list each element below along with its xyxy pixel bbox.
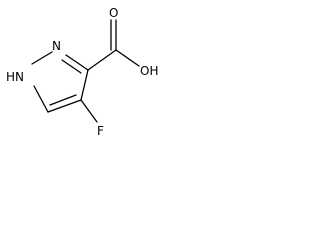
- bond-n2-c3: [65, 54, 89, 71]
- bond-n2-c3-double: [61, 59, 82, 74]
- atom-label-o: O: [109, 6, 118, 20]
- atom-label-f: F: [97, 124, 104, 138]
- atom-label-nh: HN: [6, 70, 24, 84]
- bond-n1-n2: [31, 51, 53, 65]
- atom-label-oh: OH: [140, 64, 158, 78]
- bond-c4-c5: [47, 99, 82, 113]
- atom-label-n2: N: [52, 39, 61, 53]
- bond-c3-c4: [80, 69, 89, 101]
- structure-diagram: N HN O OH F: [6, 6, 158, 138]
- bond-c-oh: [115, 49, 140, 67]
- bond-c4-c5-double: [49, 94, 77, 106]
- bond-c5-n1: [33, 85, 49, 113]
- bond-c4-f: [80, 99, 98, 123]
- bond-c3-cooh: [87, 49, 117, 71]
